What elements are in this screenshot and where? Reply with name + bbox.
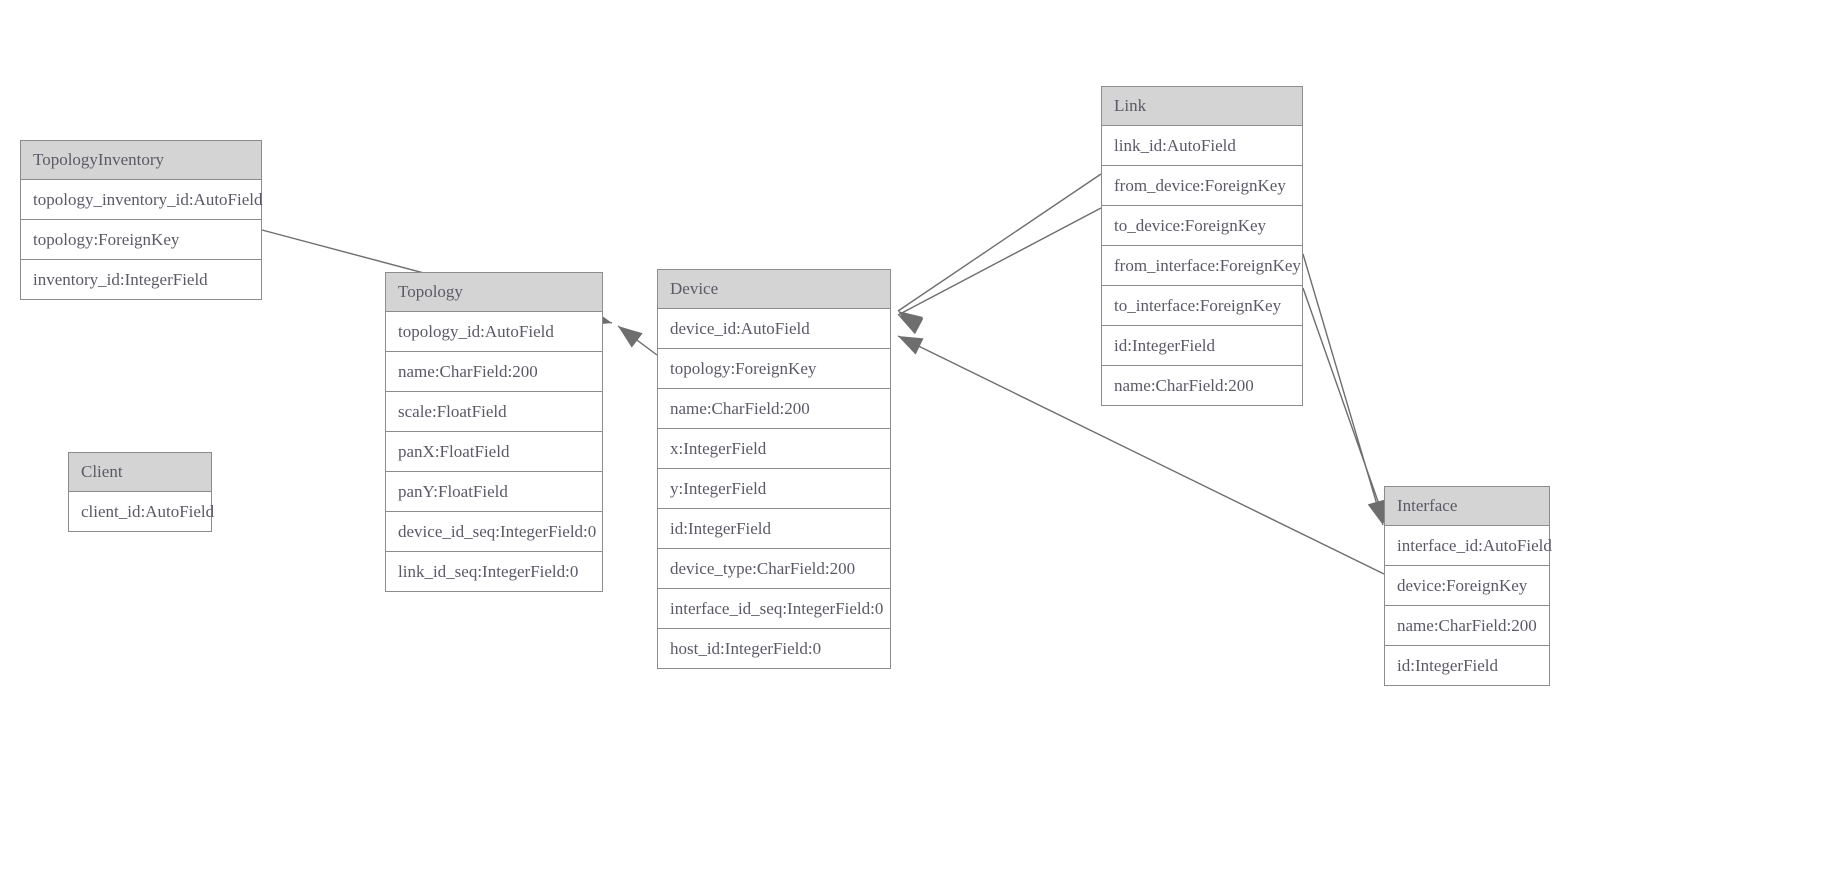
relation-line — [1302, 253, 1384, 526]
field-row[interactable]: name:CharField:200 — [1385, 606, 1549, 646]
field-row[interactable]: interface_id:AutoField — [1385, 526, 1552, 566]
field-row[interactable]: to_interface:ForeignKey — [1102, 286, 1302, 326]
relation-line — [897, 173, 1102, 312]
field-row[interactable]: host_id:IntegerField:0 — [658, 629, 890, 668]
field-row[interactable]: x:IntegerField — [658, 429, 890, 469]
field-row[interactable]: inventory_id:IntegerField — [21, 260, 261, 299]
field-row[interactable]: link_id_seq:IntegerField:0 — [386, 552, 602, 591]
entity-title-topologyinventory: TopologyInventory — [21, 141, 261, 180]
field-row[interactable]: y:IntegerField — [658, 469, 890, 509]
relation-line — [617, 325, 658, 356]
entity-title-interface: Interface — [1385, 487, 1549, 526]
field-row[interactable]: topology:ForeignKey — [658, 349, 890, 389]
field-row[interactable]: from_interface:ForeignKey — [1102, 246, 1302, 286]
field-row[interactable]: name:CharField:200 — [386, 352, 602, 392]
field-row[interactable]: id:IntegerField — [1385, 646, 1549, 685]
field-row[interactable]: to_device:ForeignKey — [1102, 206, 1302, 246]
entity-title-device: Device — [658, 270, 890, 309]
field-row[interactable]: device:ForeignKey — [1385, 566, 1549, 606]
field-row[interactable]: from_device:ForeignKey — [1102, 166, 1302, 206]
field-row[interactable]: device_type:CharField:200 — [658, 549, 890, 589]
field-row[interactable]: panY:FloatField — [386, 472, 602, 512]
entity-title-topology: Topology — [386, 273, 602, 312]
field-row[interactable]: device_id:AutoField — [658, 309, 890, 349]
field-row[interactable]: device_id_seq:IntegerField:0 — [386, 512, 602, 552]
field-row[interactable]: id:IntegerField — [1102, 326, 1302, 366]
field-row[interactable]: topology:ForeignKey — [21, 220, 261, 260]
relation-arrowhead — [898, 336, 924, 355]
relation-device-topology — [617, 325, 658, 356]
relation-arrowhead — [618, 326, 643, 348]
field-row[interactable]: scale:FloatField — [386, 392, 602, 432]
relation-arrowhead — [898, 315, 924, 335]
field-row[interactable]: client_id:AutoField — [69, 492, 214, 531]
relation-line — [1302, 287, 1388, 528]
entity-title-client: Client — [69, 453, 211, 492]
relation-link-to-device — [897, 207, 1102, 335]
relation-link-from-device — [897, 173, 1102, 332]
field-row[interactable]: topology_id:AutoField — [386, 312, 602, 352]
relation-link-to-interface — [1302, 287, 1388, 528]
field-row[interactable]: id:IntegerField — [658, 509, 890, 549]
entity-fields-client: client_id:AutoField — [69, 492, 214, 531]
field-row[interactable]: panX:FloatField — [386, 432, 602, 472]
entity-title-link: Link — [1102, 87, 1302, 126]
relation-link-from-interface — [1302, 253, 1386, 526]
relation-line — [897, 207, 1102, 316]
field-row[interactable]: link_id:AutoField — [1102, 126, 1302, 166]
relation-arrowhead — [898, 311, 923, 332]
field-row[interactable]: name:CharField:200 — [658, 389, 890, 429]
field-row[interactable]: topology_inventory_id:AutoField — [21, 180, 263, 220]
field-row[interactable]: name:CharField:200 — [1102, 366, 1302, 405]
field-row[interactable]: interface_id_seq:IntegerField:0 — [658, 589, 890, 629]
